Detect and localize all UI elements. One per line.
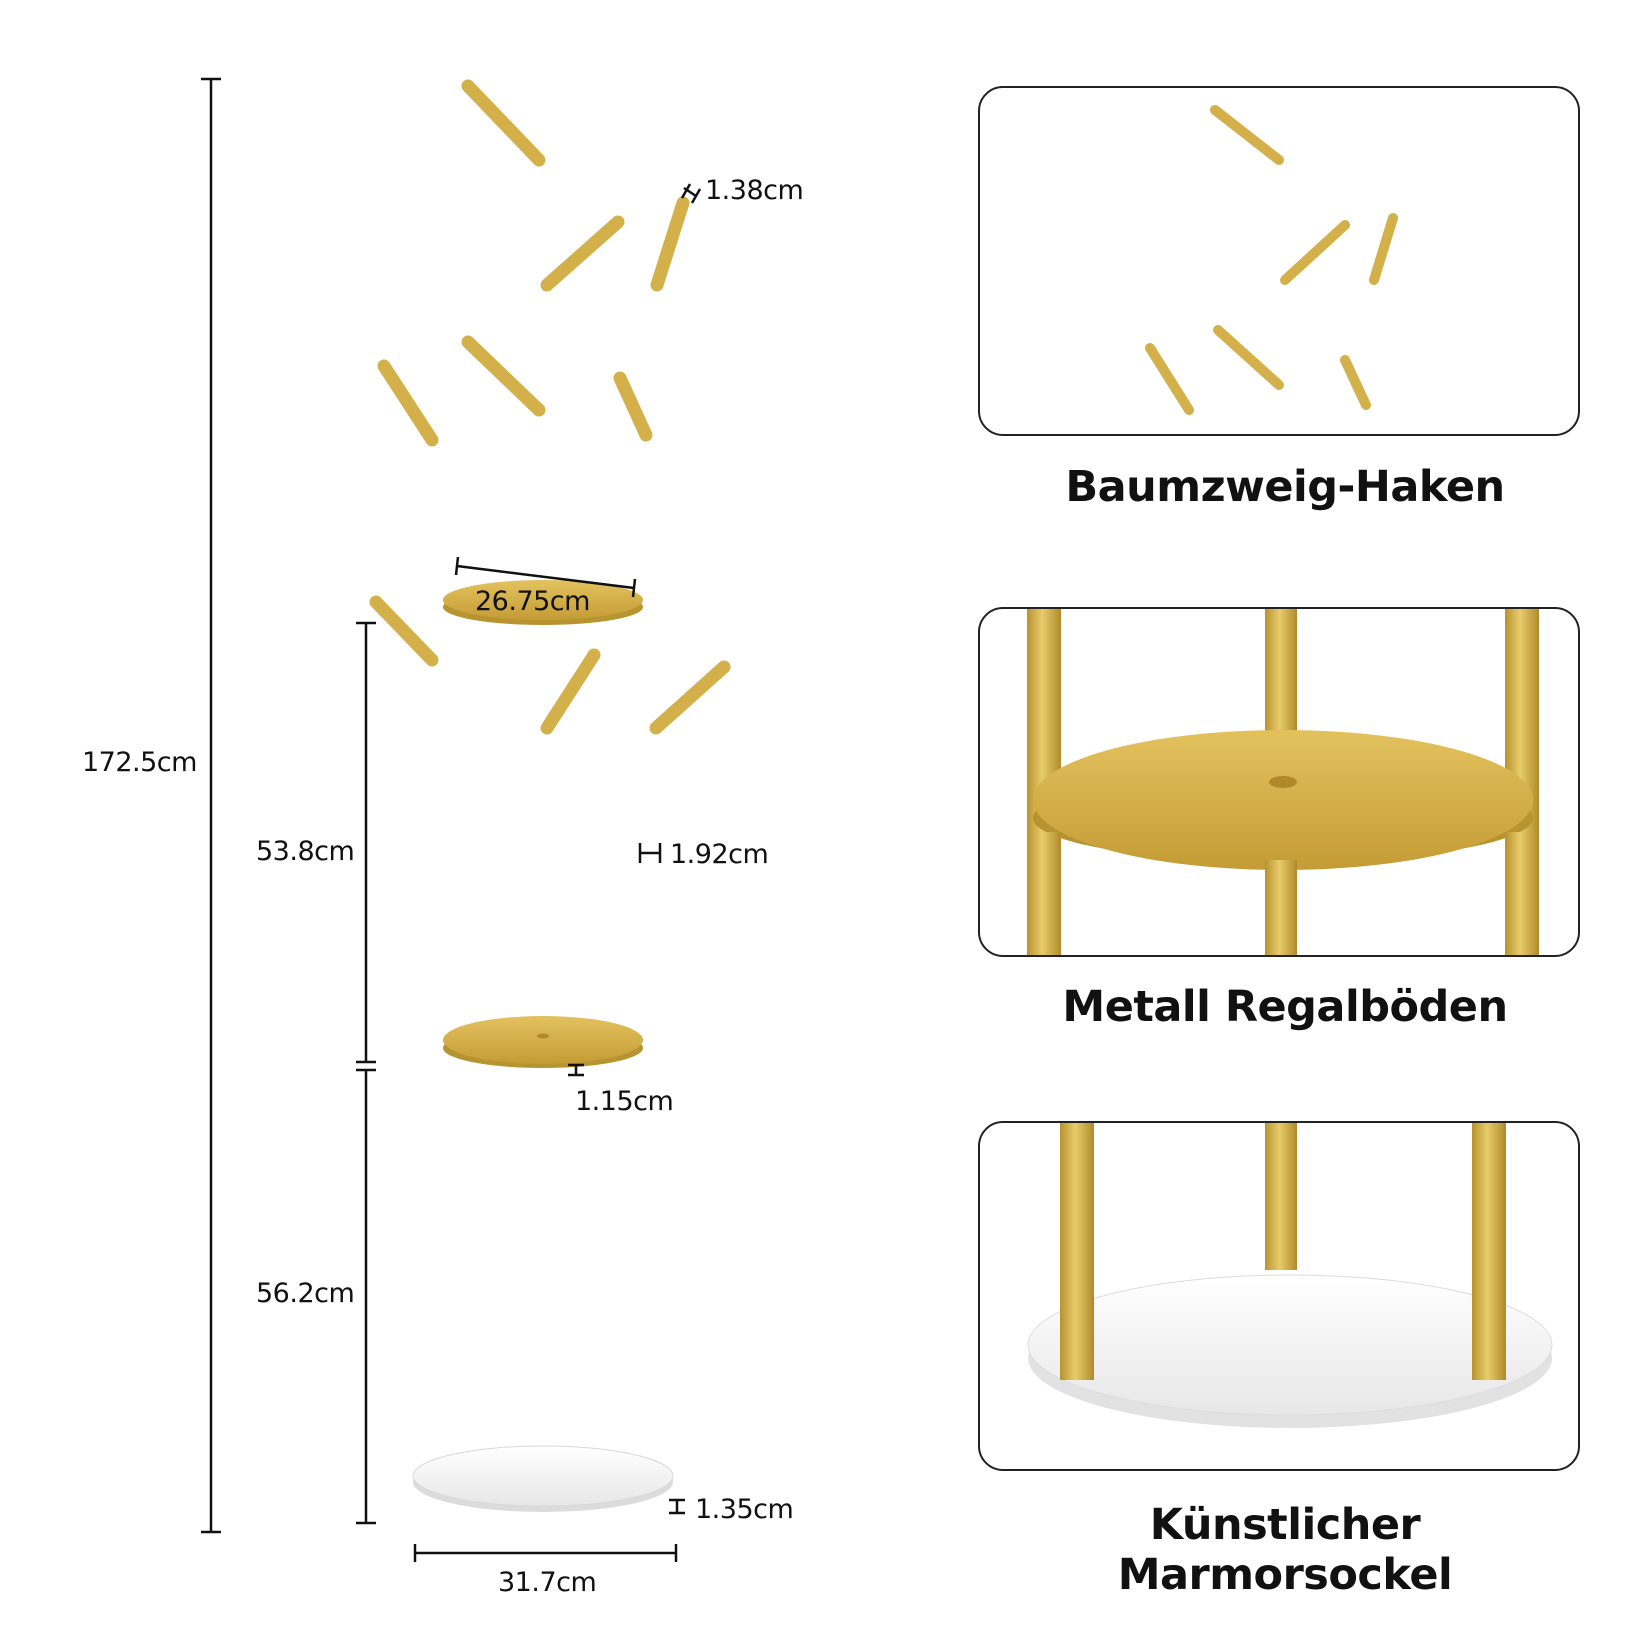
total-height-label: 172.5cm: [82, 747, 197, 778]
marble-base-detail: [978, 1121, 1580, 1471]
shelf-thickness-label: 1.15cm: [575, 1086, 673, 1117]
middle-pole: [461, 79, 625, 1454]
dimension-labels: 172.5cm 53.8cm 56.2cm 1.38cm 26.75cm 1.9…: [82, 175, 804, 1598]
feature-caption-shelves: Metall Regalböden: [1062, 982, 1508, 1032]
feature-caption-marble-base: Künstlicher Marmorsockel: [1117, 1500, 1453, 1600]
lower-section-label: 56.2cm: [256, 1278, 354, 1309]
coat-rack: [369, 79, 731, 1512]
metal-shelf-detail: [978, 607, 1580, 957]
base-diameter-label: 31.7cm: [498, 1567, 596, 1598]
right-pole: [613, 196, 731, 1479]
hook-diameter-label: 1.38cm: [705, 175, 803, 206]
dimension-lines: [201, 77, 702, 1562]
shelf-diameter-label: 26.75cm: [475, 586, 590, 617]
upper-shelf: [443, 580, 643, 625]
left-pole: [369, 289, 447, 1479]
pole-diameter-label: 1.92cm: [670, 839, 768, 870]
feature-caption-hooks: Baumzweig-Haken: [1065, 462, 1505, 512]
base-thickness-label: 1.35cm: [695, 1494, 793, 1525]
upper-section-label: 53.8cm: [256, 836, 354, 867]
lower-shelf: [443, 1016, 643, 1068]
tree-branch-hooks-detail: [978, 86, 1580, 436]
